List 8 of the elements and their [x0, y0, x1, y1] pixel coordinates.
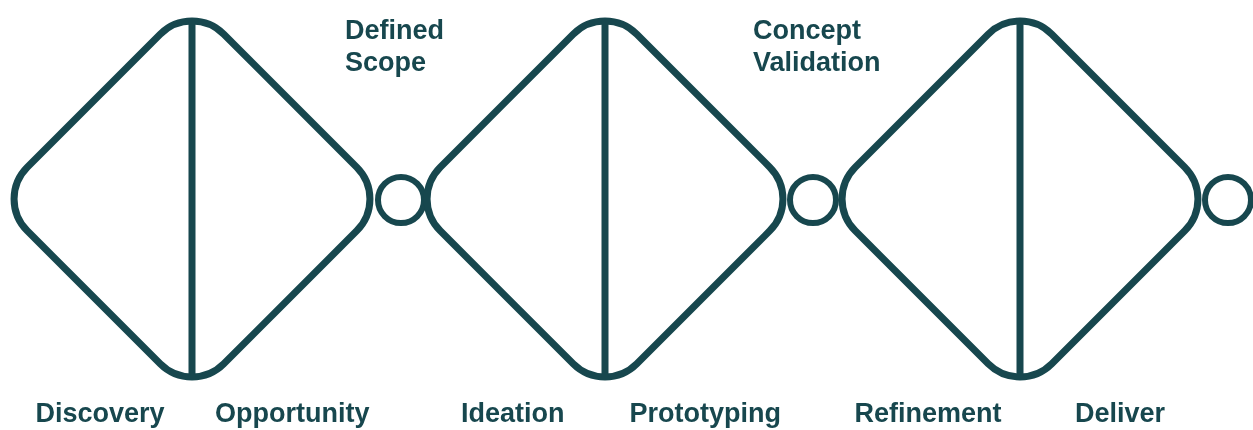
stage-label: Discovery [35, 397, 165, 429]
stage-label: Refinement [854, 397, 1002, 429]
milestone-label: Defined Scope [345, 14, 445, 78]
stage-label: Deliver [1075, 397, 1166, 429]
stage-label: Opportunity [215, 397, 370, 429]
stage-label: Ideation [461, 397, 565, 429]
stage-label: Prototyping [629, 397, 781, 429]
milestone-label: Concept Validation [753, 14, 882, 78]
